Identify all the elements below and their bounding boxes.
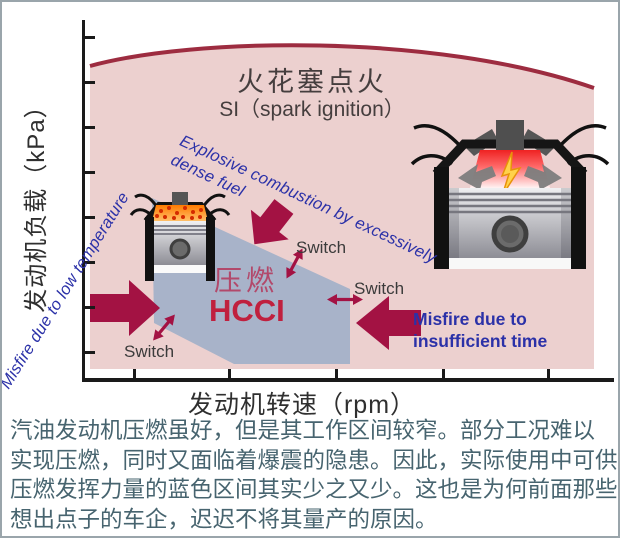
arrow-top-into-hcci [250, 199, 294, 245]
x-axis-label: 发动机转速（rpm） [187, 391, 417, 419]
valve-lines [129, 193, 231, 217]
piston-shade-right [561, 188, 571, 258]
cylinder-wall-left [145, 217, 154, 281]
piston-rings [449, 192, 571, 214]
hcci-region-label-en: HCCI [209, 293, 285, 328]
caption-line: 压燃发挥力量的蓝色区间其实少之又少。这也是为何前面那些 [10, 477, 618, 502]
si-region-label-en: SI（spark ignition） [219, 98, 405, 121]
y-axis-line [82, 20, 85, 381]
x-axis-tick [335, 369, 338, 379]
y-axis-tick [85, 126, 95, 129]
misfire-time-line2: insufficient time [413, 331, 548, 351]
switch-double-arrow-bottom-left [153, 314, 175, 341]
caption-line: 想出点子的车企，迟迟不将其量产的原因。 [10, 506, 438, 532]
piston-rings [154, 225, 206, 235]
caption-line: 实现压燃，同时又面临着爆震的隐患。因此，实际使用中可供 [10, 447, 618, 473]
y-axis-tick [85, 306, 95, 309]
y-axis-tick [85, 261, 95, 264]
y-axis-tick [85, 216, 95, 219]
arrow-right-into-hcci [356, 296, 421, 350]
cylinder-wall-right [571, 167, 586, 269]
caption-line: 汽油发动机压燃虽好，但是其工作区间较窄。部分工况难以 [10, 418, 596, 443]
si-piston-illustration [410, 120, 610, 269]
x-axis-tick [547, 369, 550, 379]
engine-operating-range-diagram: 发动机负载（kPa） 发动机转速（rpm） 火花塞点火 SI（spark ign… [2, 2, 618, 419]
switch-label-bottom-left: Switch [124, 342, 175, 361]
switch-double-arrow-right [327, 294, 363, 305]
cylinder-wall-right [206, 217, 215, 281]
full-load-boundary-curve [89, 43, 595, 90]
misfire-time-line1: Misfire due to [413, 309, 527, 329]
cylinder-clearance [154, 265, 206, 273]
ignition-dots [155, 206, 203, 220]
spark-plug [496, 120, 524, 154]
wrist-pin [169, 238, 191, 260]
y-axis-tick [85, 81, 95, 84]
x-axis-tick [228, 369, 231, 379]
flame-spread-arrow-left [458, 164, 496, 190]
cylinder-wall-left [434, 167, 449, 269]
y-axis-tick [85, 36, 95, 39]
si-region-label-cn: 火花塞点火 [237, 67, 387, 97]
x-axis-line [82, 378, 614, 382]
spark-plug [172, 192, 188, 207]
x-axis-tick [133, 369, 136, 379]
y-axis-tick [85, 171, 95, 174]
wrist-pin-center [501, 225, 519, 243]
arrow-left-into-hcci [90, 280, 160, 336]
cylinder-clearance [449, 258, 571, 269]
x-axis-tick [442, 369, 445, 379]
switch-label-right: Switch [354, 279, 405, 298]
flame-spread-arrow-right [524, 164, 562, 190]
hcci-piston-illustration [129, 192, 231, 281]
caption: 汽油发动机压燃虽好，但是其工作区间较窄。部分工况难以 实现压燃，同时又面临着爆震… [10, 416, 618, 534]
valve-lines [410, 124, 610, 166]
hcci-region-label-cn: 压燃 [214, 265, 279, 296]
misfire-insufficient-time-note: Misfire due to insufficient time [413, 308, 547, 352]
piston-shade-left [449, 188, 459, 258]
y-axis-tick [85, 351, 95, 354]
switch-label-top: Switch [296, 238, 347, 257]
switch-double-arrow-top [286, 248, 303, 279]
